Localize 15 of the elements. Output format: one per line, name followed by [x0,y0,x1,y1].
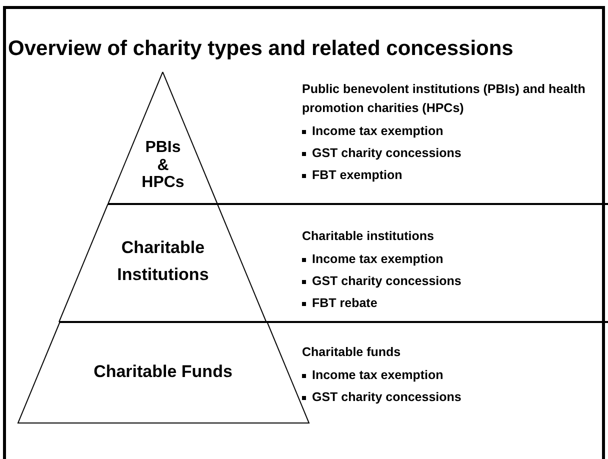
concession-item: GST charity concessions [312,146,462,162]
concession-item: Income tax exemption [312,252,444,268]
tier-label: PBIs & HPCs [140,139,186,192]
tier-label: Charitable Funds [94,360,232,383]
tier-label: Charitable Institutions [116,236,210,286]
tier-heading: Charitable institutions [302,228,435,245]
concession-item: FBT rebate [312,296,378,312]
concession-item: Income tax exemption [312,124,444,140]
title: Overview of charity types and related concessions [8,36,514,62]
tier-heading: Charitable funds [302,344,402,361]
tier-heading: Public benevolent institutions (PBIs) and health promotion charities (HPCs) [302,81,586,117]
concession-item: GST charity concessions [312,274,462,290]
concession-item: FBT exemption [312,168,402,184]
concession-item: Income tax exemption [312,368,444,384]
concession-item: GST charity concessions [312,390,462,406]
